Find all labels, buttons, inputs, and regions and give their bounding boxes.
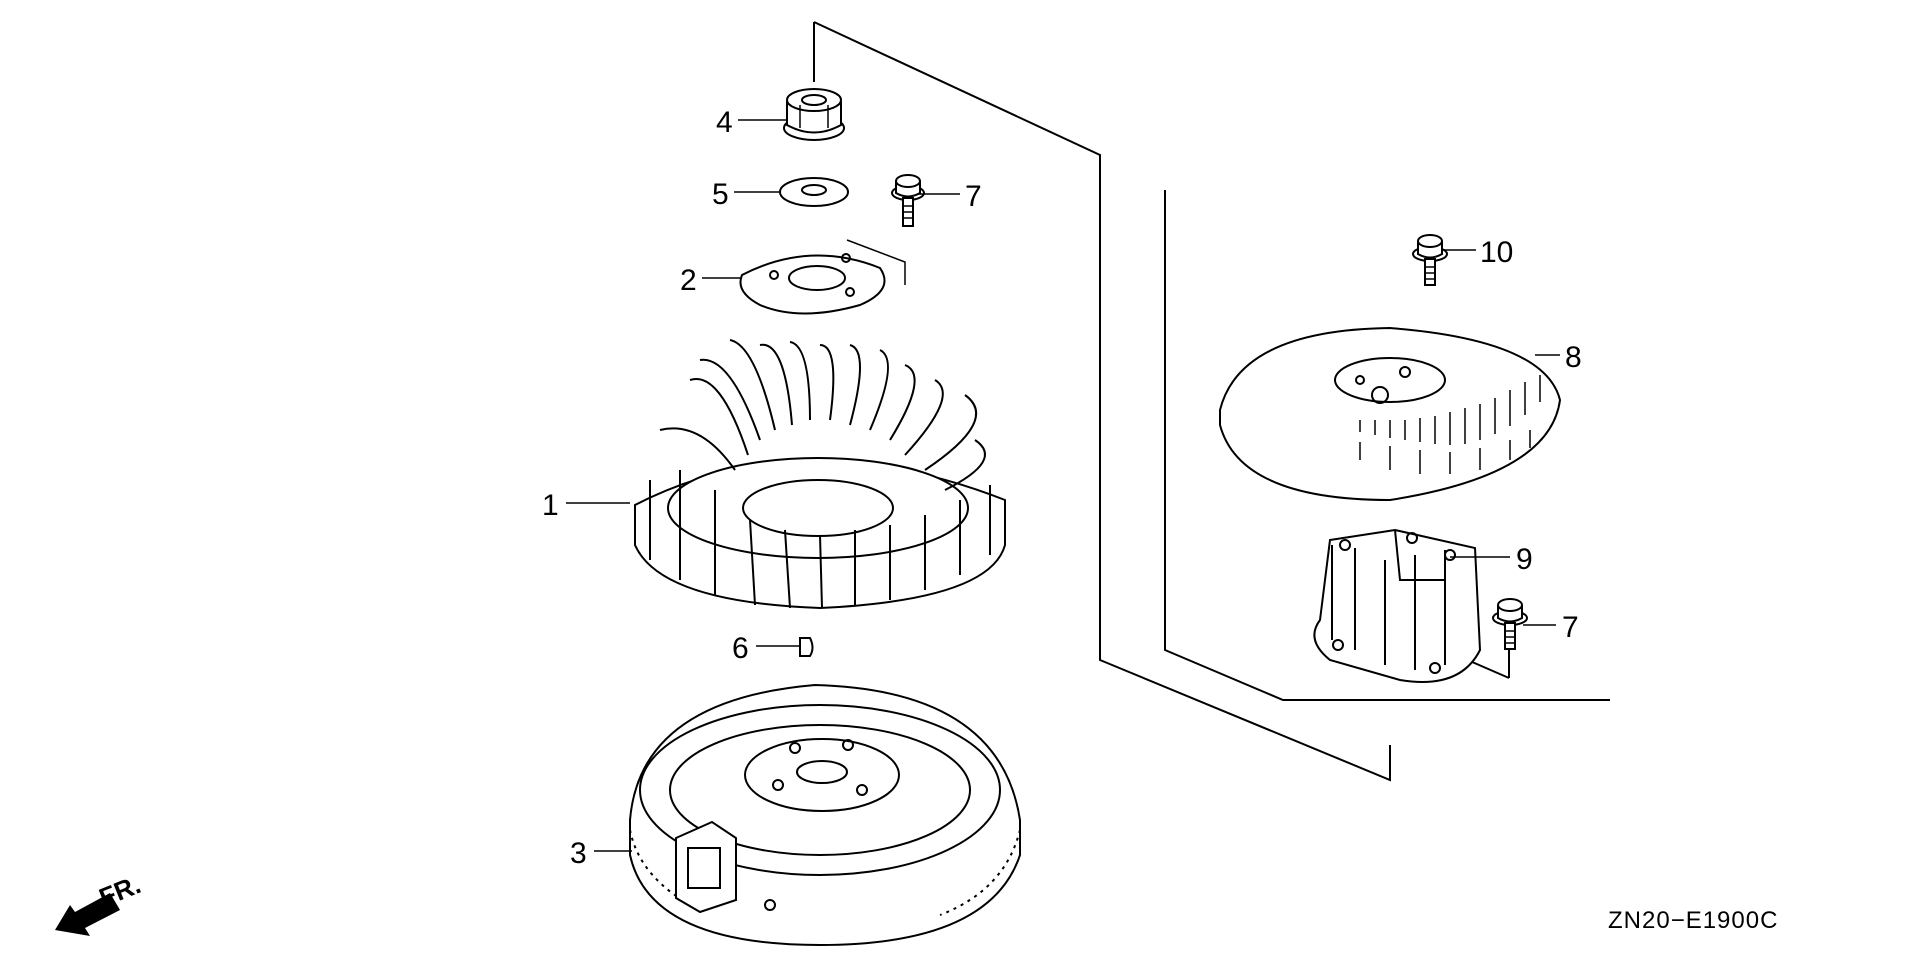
bolt-10-part: [1412, 234, 1448, 286]
callout-3: 3: [570, 837, 587, 870]
washer-part: [779, 177, 849, 207]
callout-2: 2: [680, 264, 697, 297]
callout-5: 5: [712, 178, 729, 211]
flywheel-cover-part: [1219, 326, 1562, 502]
callout-6: 6: [732, 632, 749, 665]
bolt-upper-part: [891, 174, 925, 227]
callout-4: 4: [716, 106, 733, 139]
cooling-fan-part: [634, 339, 1006, 610]
callouts: 4 5 7 2 1 6 3 10 8 9 7: [542, 106, 1582, 870]
key-part: [799, 637, 814, 657]
front-direction-arrow-icon: FR.: [55, 869, 145, 936]
bolt-lower-part: [1492, 598, 1528, 650]
callout-7-upper: 7: [965, 180, 982, 213]
callout-1: 1: [542, 489, 559, 522]
leader-lines: [566, 119, 1560, 852]
callout-9: 9: [1516, 543, 1533, 576]
bracket-part: [1313, 528, 1482, 683]
flange-nut-part: [783, 88, 845, 141]
callout-10: 10: [1480, 236, 1513, 269]
pulley-plate-part: [739, 253, 886, 315]
flywheel-part: [629, 683, 1021, 947]
diagram-code: ZN20−E1900C: [1608, 907, 1778, 934]
cover-vents: [1359, 375, 1541, 474]
callout-8: 8: [1565, 341, 1582, 374]
callout-7-lower: 7: [1562, 611, 1579, 644]
